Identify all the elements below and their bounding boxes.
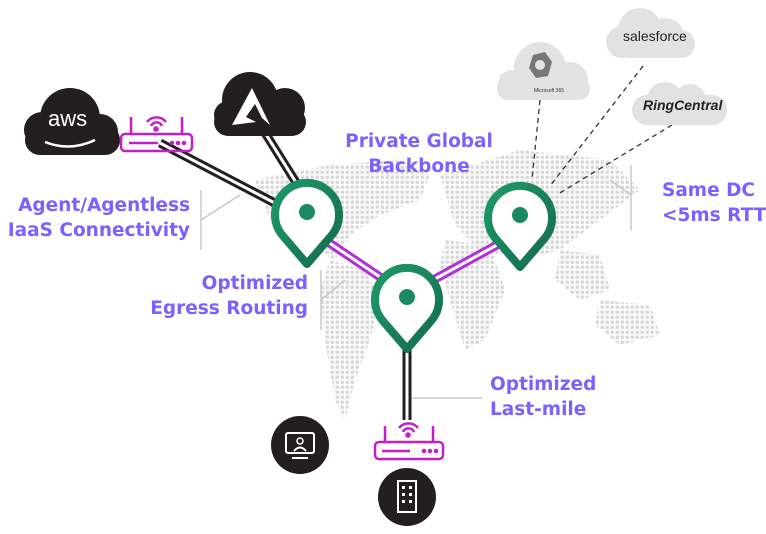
azure-cloud-icon: [214, 72, 306, 136]
microsoft365-label: Microsoft 365: [534, 88, 565, 94]
pop-pin-east: [484, 181, 556, 271]
salesforce-cloud-icon: [606, 8, 695, 58]
aws-label: aws: [48, 106, 88, 131]
last-mile-label-line2: Last-mile: [490, 399, 587, 420]
egress-label-line1: Optimized: [201, 273, 308, 294]
microsoft365-cloud-icon: [497, 42, 590, 100]
ringcentral-cloud-icon: [632, 82, 727, 125]
remote-user-monitor-icon: [271, 416, 329, 474]
same-dc-label-line1: Same DC: [662, 180, 756, 201]
same-dc-label: Same DC <5ms RTT: [662, 178, 766, 228]
last-mile-label-line1: Optimized: [490, 374, 597, 395]
ringcentral-label: RingCentral: [643, 97, 723, 113]
callout-lines: [200, 165, 632, 399]
backbone-label-line1: Private Global: [345, 131, 493, 152]
pop-pin-center: [371, 263, 443, 353]
last-mile-label: Optimized Last-mile: [490, 372, 596, 422]
saas-dashed-links: [531, 65, 673, 195]
router-icon-last-mile: [373, 422, 445, 461]
salesforce-label: salesforce: [623, 28, 687, 44]
egress-label-line2: Egress Routing: [150, 298, 308, 319]
backbone-label-line2: Backbone: [368, 156, 470, 177]
iaas-label-line1: Agent/Agentless: [18, 195, 190, 216]
egress-label: Optimized Egress Routing: [150, 271, 308, 321]
aws-cloud-icon: [24, 88, 120, 155]
branch-office-building-icon: [378, 468, 436, 526]
iaas-label-line2: IaaS Connectivity: [7, 220, 190, 241]
same-dc-label-line2: <5ms RTT: [662, 205, 766, 226]
pop-pin-west: [271, 178, 343, 268]
iaas-label: Agent/Agentless IaaS Connectivity: [8, 193, 190, 243]
router-icon-iaas: [119, 116, 194, 153]
backbone-label: Private Global Backbone: [338, 129, 500, 179]
